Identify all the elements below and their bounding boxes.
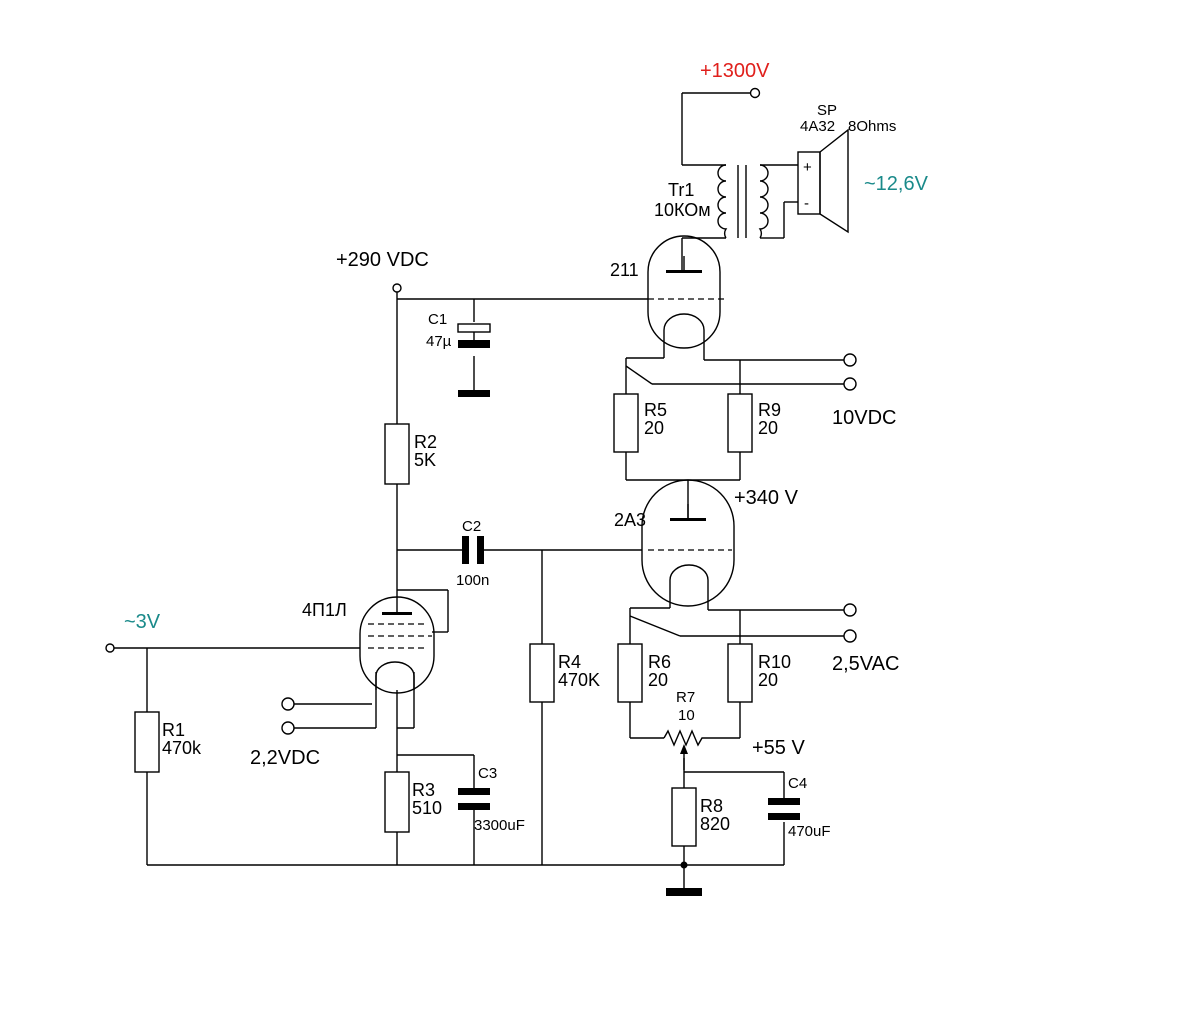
transformer-tr1	[717, 164, 770, 239]
c1-name-label: C1	[428, 311, 447, 328]
tube-2a3	[641, 479, 735, 607]
capacitor-c2-a	[462, 536, 469, 564]
input-terminal	[105, 643, 115, 653]
resistor-r9	[727, 393, 753, 453]
resistor-r6	[617, 643, 643, 703]
resistor-r4	[529, 643, 555, 703]
speaker-plus: +	[803, 159, 812, 176]
r4-name-label: R4	[558, 652, 581, 672]
speaker-impedance-label: 8Ohms	[848, 118, 896, 135]
tube-211-label: 211	[610, 260, 639, 280]
tr1-name-label: Tr1	[668, 180, 694, 200]
tube-211	[647, 235, 724, 349]
mid-supply-label: +290 VDC	[336, 249, 429, 271]
c2-name-label: C2	[462, 518, 481, 535]
r9-name-label: R9	[758, 400, 781, 420]
r7-name-label: R7	[676, 689, 695, 706]
r8-name-label: R8	[700, 796, 723, 816]
r5-value-label: 20	[644, 418, 664, 438]
fil-211-terminal-b	[843, 377, 857, 391]
r5-name-label: R5	[644, 400, 667, 420]
r3-name-label: R3	[412, 780, 435, 800]
resistors	[134, 393, 753, 847]
resistor-r8	[671, 787, 697, 847]
r10-value-label: 20	[758, 670, 778, 690]
r6-name-label: R6	[648, 652, 671, 672]
c3-name-label: C3	[478, 765, 497, 782]
tube-2a3-label: 2A3	[614, 510, 646, 530]
ground-c1	[458, 390, 490, 397]
r3-value-label: 510	[412, 798, 442, 818]
capacitor-c2-b	[477, 536, 484, 564]
speaker-sp: + -	[797, 128, 849, 234]
fil-2a3-terminal-b	[843, 629, 857, 643]
resistor-r2	[384, 423, 410, 485]
tube-4p1l-label: 4П1Л	[302, 600, 347, 620]
capacitor-c1-minus	[458, 340, 490, 348]
tube-4p1l	[359, 596, 435, 694]
fil-2a3-terminal-a	[843, 603, 857, 617]
speaker-model-label: 4A32	[800, 118, 835, 135]
input-voltage-label: ~3V	[124, 611, 161, 633]
r6-value-label: 20	[648, 670, 668, 690]
capacitor-c3-b	[458, 803, 490, 810]
r2-value-label: 5K	[414, 450, 436, 470]
speaker-name-label: SP	[817, 102, 837, 119]
hv-terminal	[749, 87, 761, 99]
c2-value-label: 100n	[456, 572, 489, 589]
c3-value-label: 3300uF	[474, 817, 525, 834]
resistor-r1	[134, 711, 160, 773]
r2-name-label: R2	[414, 432, 437, 452]
capacitors	[457, 323, 800, 820]
c1-value-label: 47µ	[426, 333, 452, 350]
tr1-value-label: 10КОм	[654, 200, 711, 220]
r1-value-label: 470k	[162, 738, 202, 758]
speaker-voltage-label: ~12,6V	[864, 173, 929, 195]
fil-4p1l-terminal-a	[281, 697, 295, 711]
r1-name-label: R1	[162, 720, 185, 740]
r7-value-label: 10	[678, 707, 695, 724]
r8-value-label: 820	[700, 814, 730, 834]
c4-name-label: C4	[788, 775, 807, 792]
capacitor-c4-b	[768, 813, 800, 820]
speaker-minus: -	[804, 195, 809, 212]
resistor-r5	[613, 393, 639, 453]
potentiometer-r7	[663, 729, 706, 747]
b-plus-terminal	[392, 283, 402, 293]
r9-value-label: 20	[758, 418, 778, 438]
ground-junction	[680, 861, 688, 869]
cathode-2a3-label: +55 V	[752, 737, 805, 759]
capacitor-c1-plus	[457, 323, 491, 333]
fil-211-terminal-a	[843, 353, 857, 367]
fil-211-label: 10VDC	[832, 407, 896, 429]
r4-value-label: 470K	[558, 670, 600, 690]
r10-name-label: R10	[758, 652, 791, 672]
capacitor-c4-a	[768, 798, 800, 805]
c4-value-label: 470uF	[788, 823, 831, 840]
fil-4p1l-terminal-b	[281, 721, 295, 735]
fil-2a3-label: 2,5VAC	[832, 653, 899, 675]
resistor-r10	[727, 643, 753, 703]
hv-supply-label: +1300V	[700, 60, 770, 82]
fil-4p1l-label: 2,2VDC	[250, 747, 320, 769]
terminals	[105, 87, 857, 896]
labels: +1300V SP 4A32 8Ohms ~12,6V Tr1 10КОм +2…	[124, 60, 929, 840]
plate-2a3-label: +340 V	[734, 487, 799, 509]
resistor-r3	[384, 771, 410, 833]
ground-symbol	[666, 888, 702, 896]
capacitor-c3-a	[458, 788, 490, 795]
